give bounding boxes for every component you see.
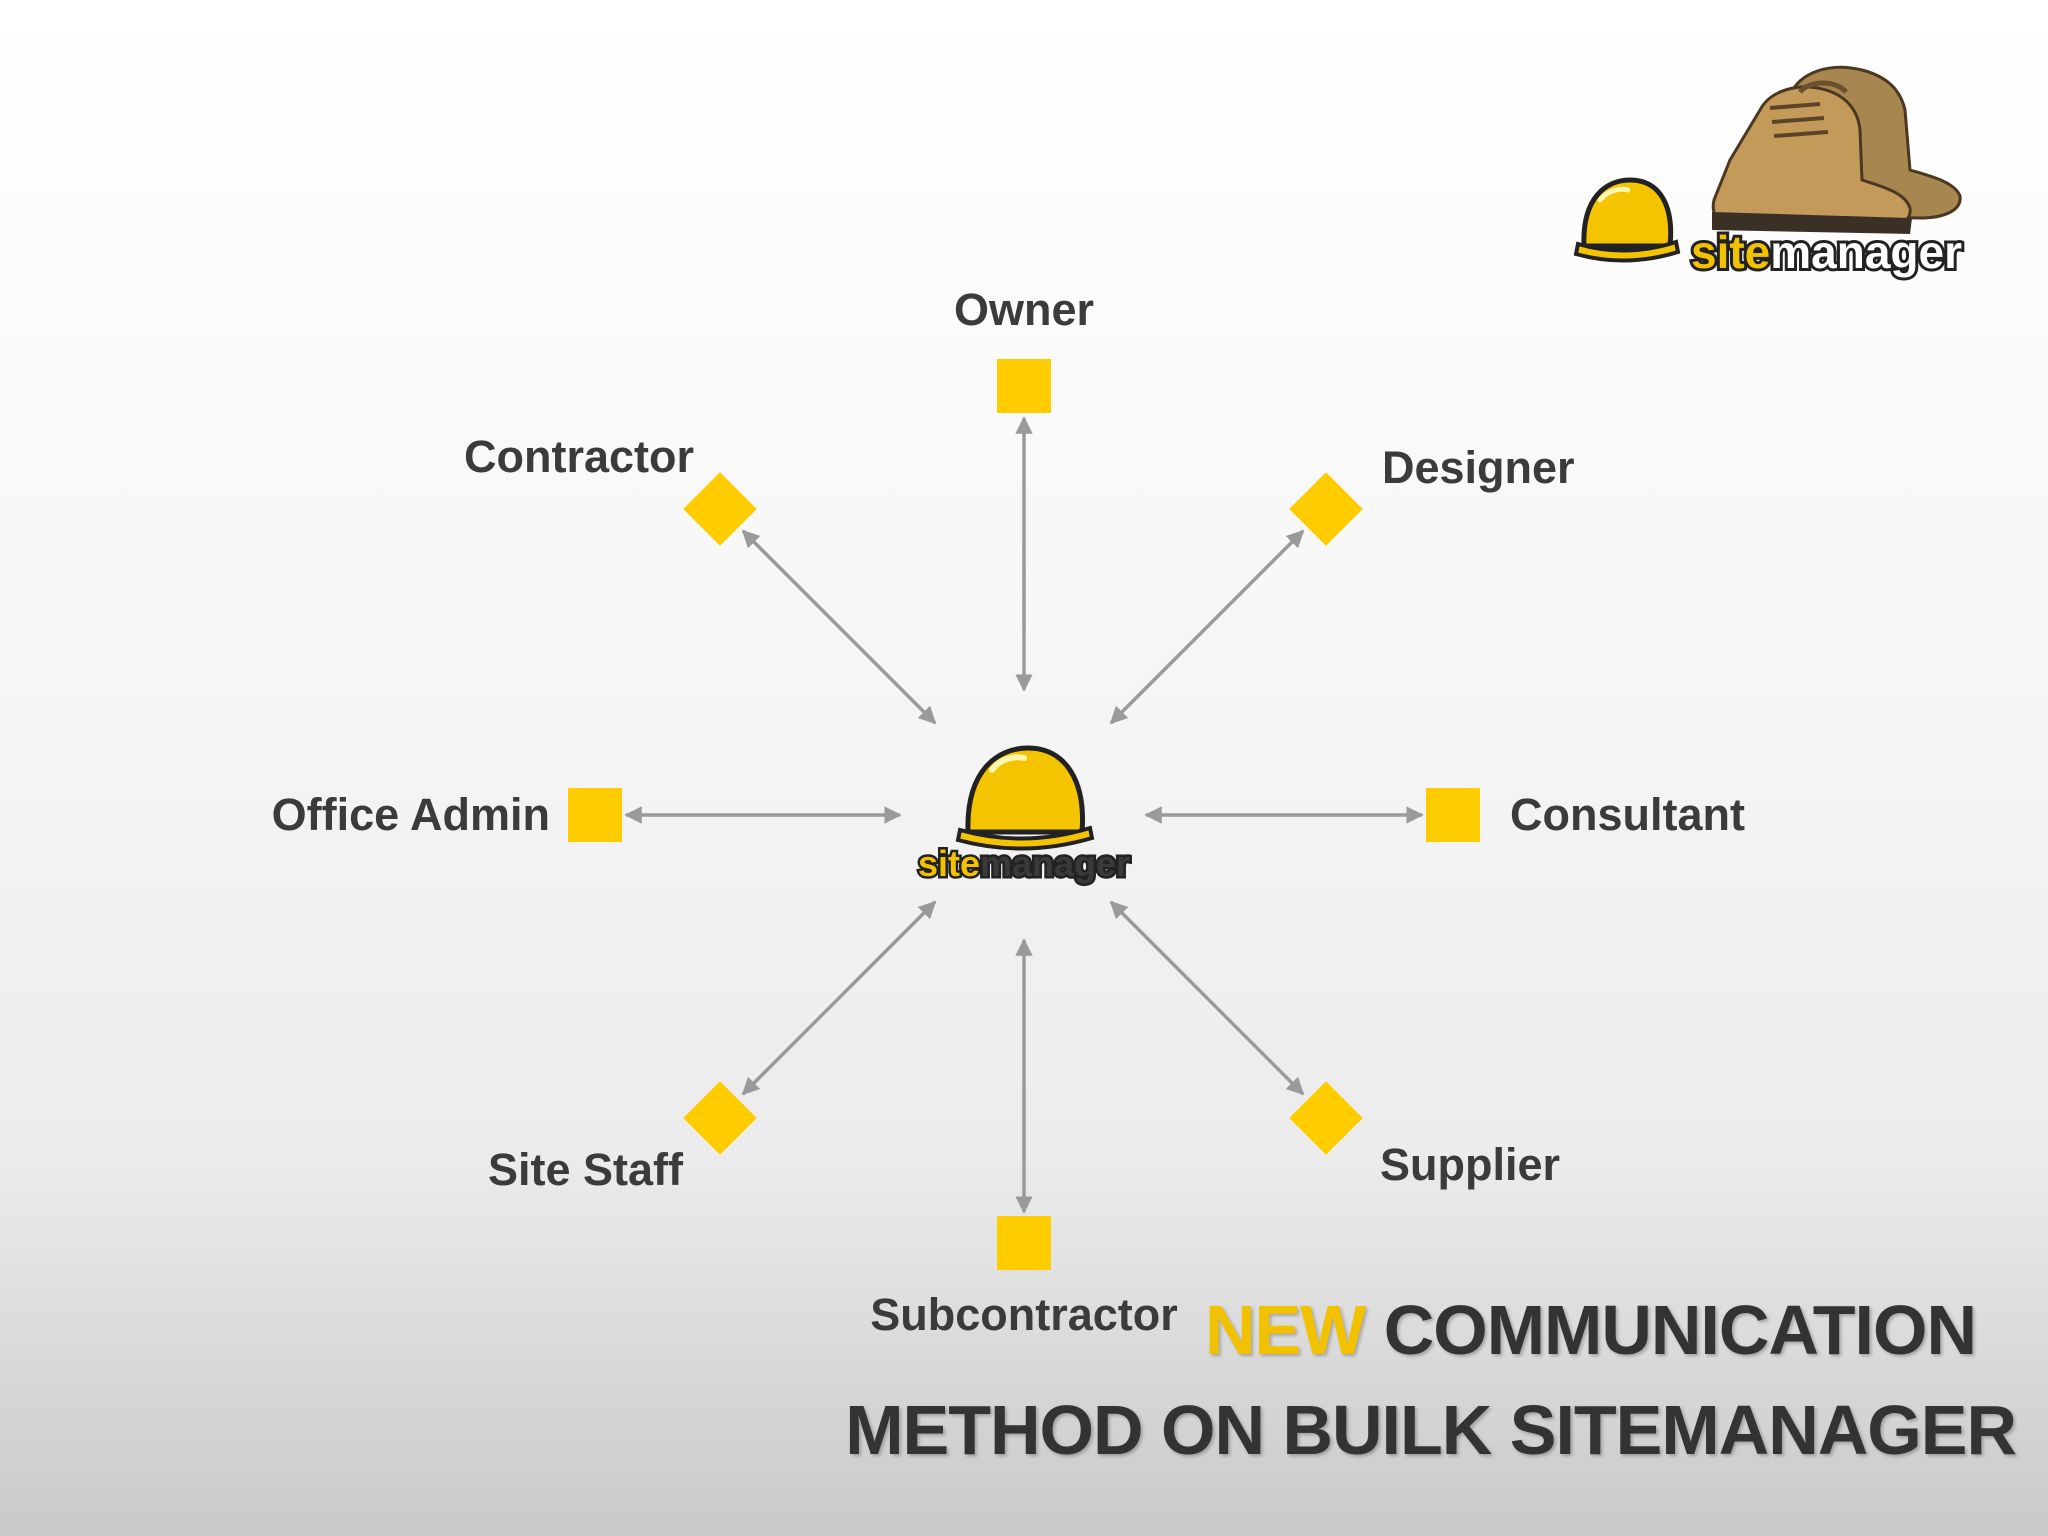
connector-arrows: [624, 416, 1424, 1214]
node-supplier: [1289, 1081, 1363, 1155]
hard-hat-icon: [955, 745, 1095, 851]
top-brand-manager: manager: [1770, 226, 1962, 278]
title-accent: NEW: [1204, 1291, 1366, 1369]
node-subcontractor: [997, 1216, 1051, 1270]
node-site-staff: [683, 1081, 757, 1155]
arrow-designer: [1109, 529, 1305, 725]
node-owner: [997, 359, 1051, 413]
arrow-site-staff: [741, 900, 937, 1096]
arrow-supplier: [1109, 900, 1305, 1096]
center-brand-site: site: [918, 843, 980, 884]
center-sitemanager-logo: sitemanager: [915, 745, 1133, 887]
title-line-2-text: METHOD ON BUILK SITEMANAGER: [845, 1391, 2017, 1469]
center-brand-manager: manager: [980, 843, 1130, 884]
hard-hat-icon: [1573, 177, 1681, 263]
label-site-staff: Site Staff: [488, 1144, 684, 1195]
label-supplier: Supplier: [1380, 1139, 1560, 1190]
node-designer: [1289, 472, 1363, 546]
label-contractor: Contractor: [464, 431, 694, 482]
node-shapes: [568, 359, 1480, 1270]
svg-text:sitemanager: sitemanager: [918, 843, 1130, 884]
work-boots-icon: [1711, 65, 1962, 234]
top-right-sitemanager-logo: sitemanager: [1573, 65, 1965, 281]
node-consultant: [1426, 788, 1480, 842]
node-contractor: [683, 472, 757, 546]
svg-text:sitemanager: sitemanager: [1691, 226, 1962, 278]
arrow-contractor: [741, 529, 937, 725]
label-owner: Owner: [954, 284, 1094, 335]
label-designer: Designer: [1382, 442, 1575, 493]
label-consultant: Consultant: [1510, 789, 1745, 840]
page-title-line-2: METHOD ON BUILK SITEMANAGER: [845, 1390, 2017, 1470]
top-brand-site: site: [1691, 226, 1770, 278]
node-office-admin: [568, 788, 622, 842]
label-subcontractor: Subcontractor: [870, 1289, 1178, 1340]
page-title-line-1: NEW COMMUNICATION: [1204, 1290, 1977, 1370]
title-line-1-rest: COMMUNICATION: [1383, 1291, 1977, 1369]
label-office-admin: Office Admin: [272, 789, 550, 840]
